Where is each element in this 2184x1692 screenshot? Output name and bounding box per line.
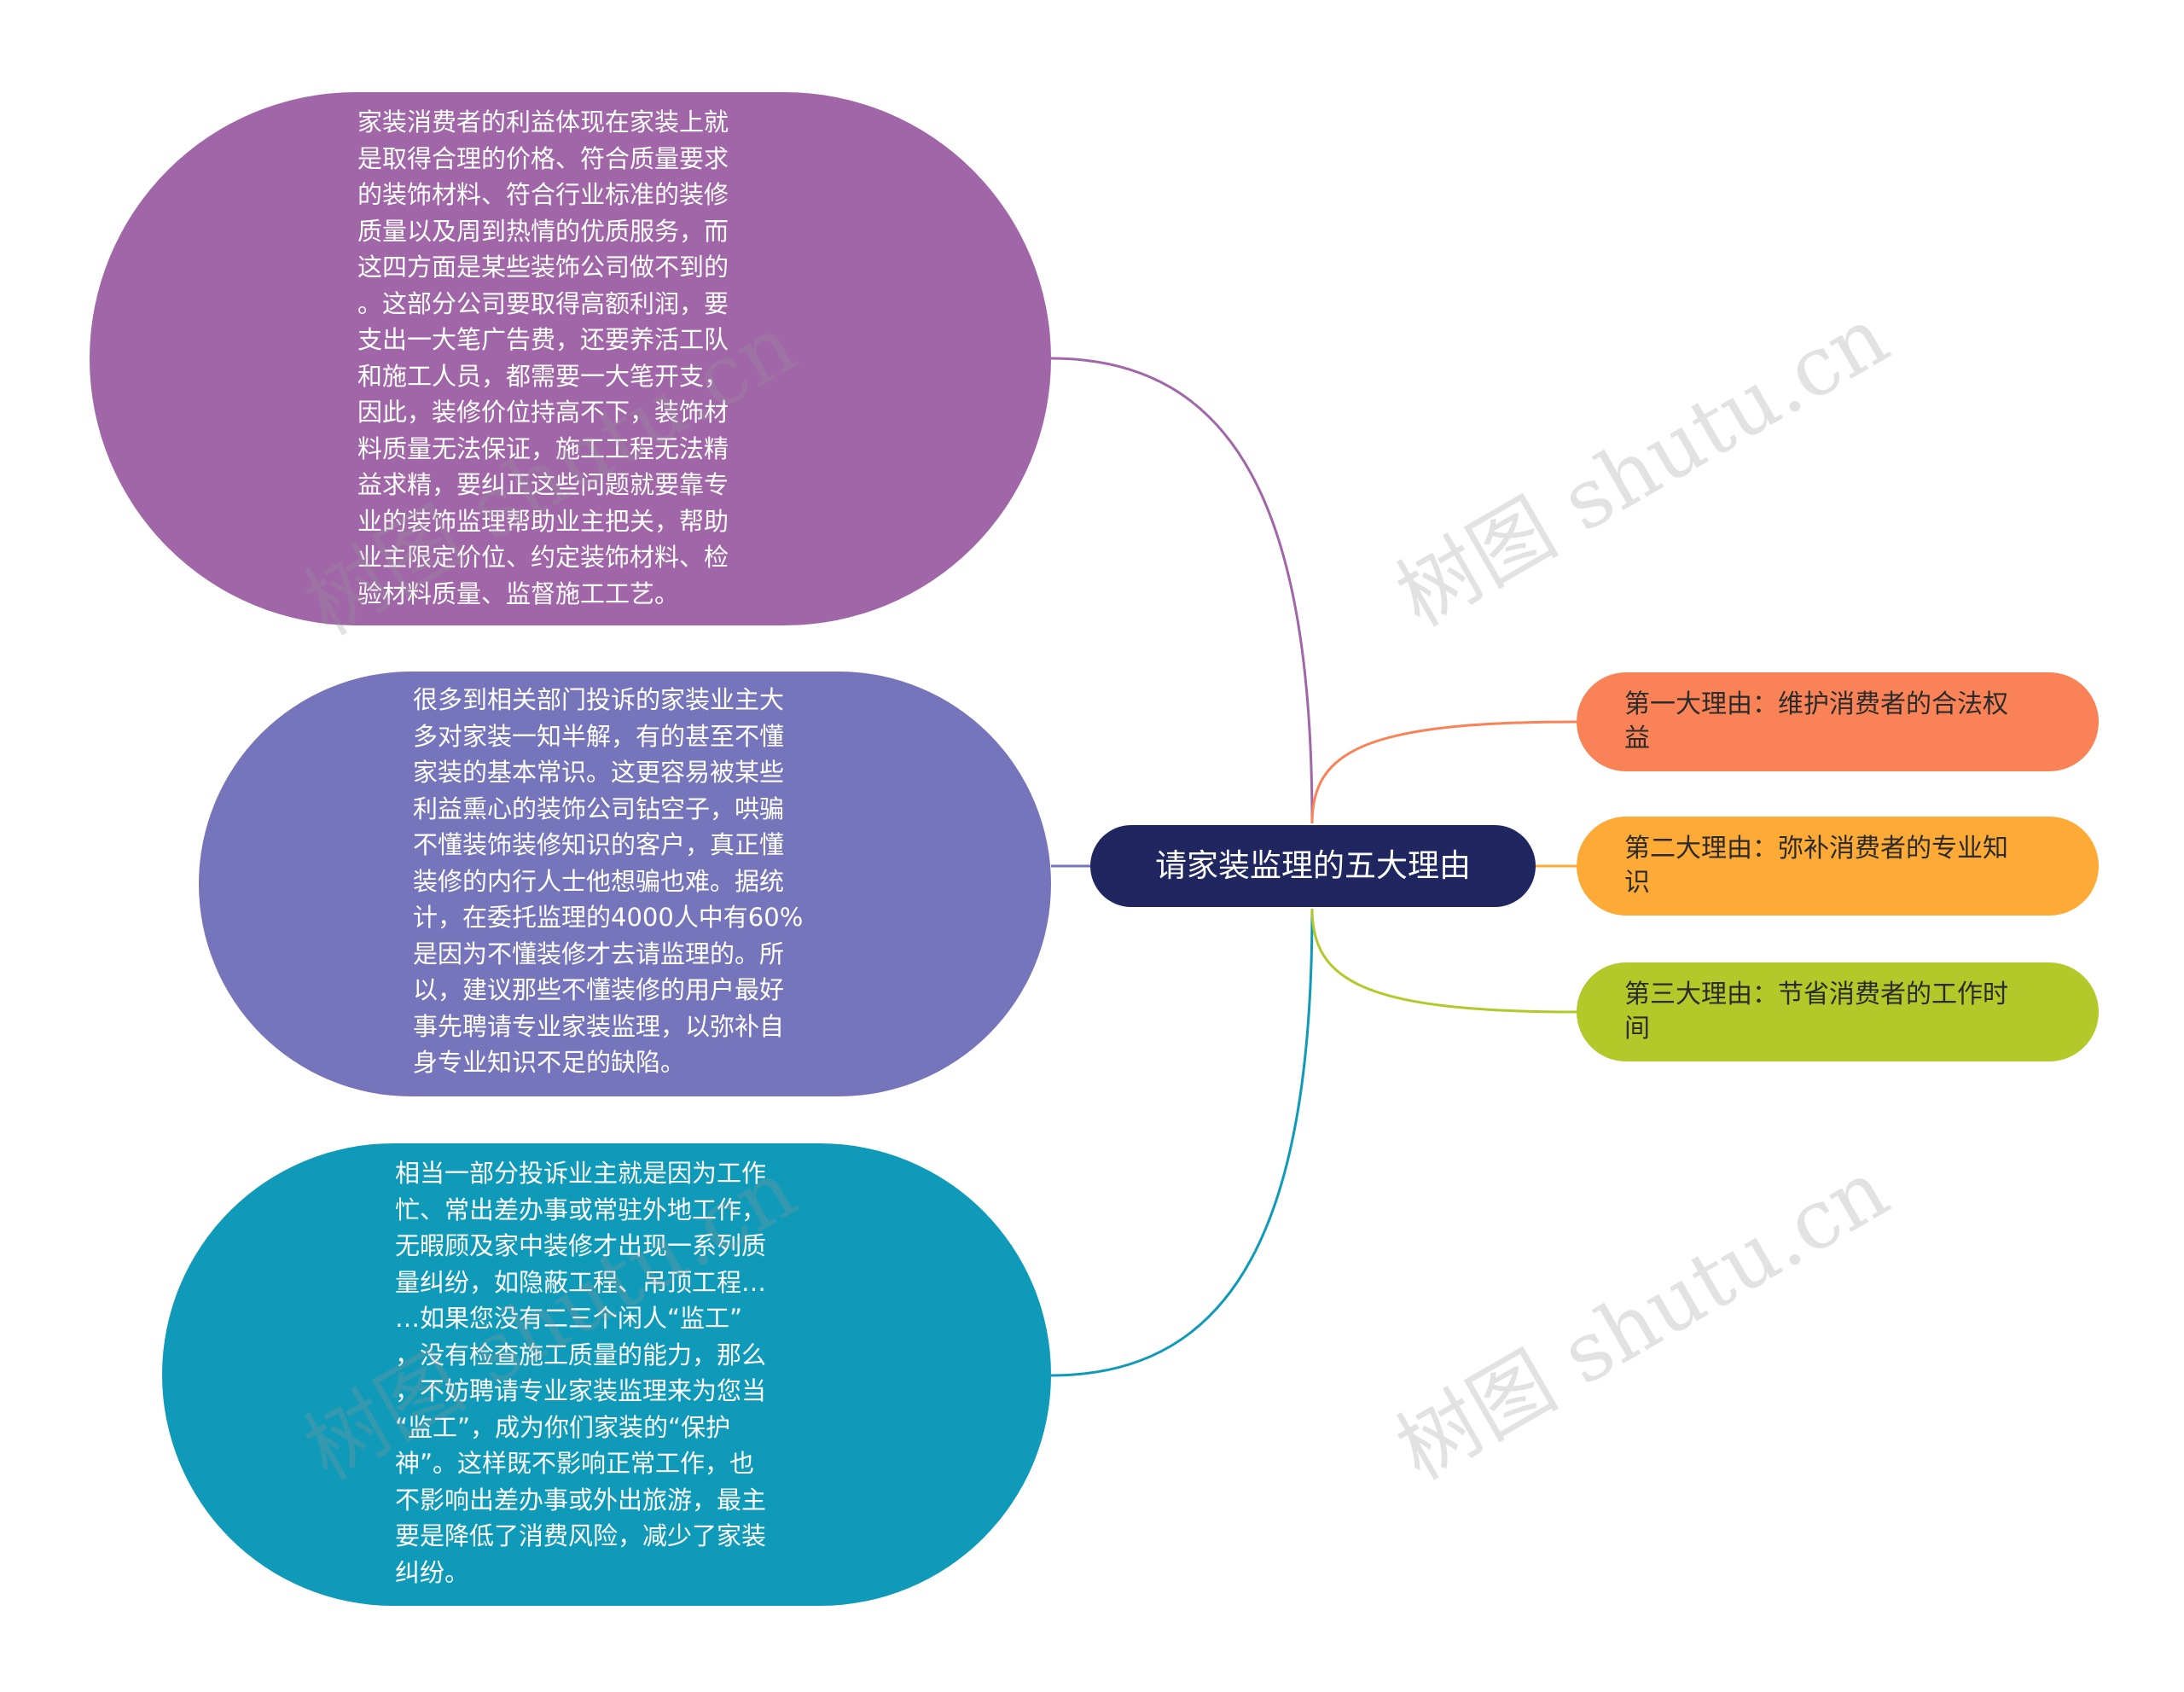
- reason-detail-bubble-3: 相当一部分投诉业主就是因为工作 忙、常出差办事或常驻外地工作， 无暇顾及家中装修…: [162, 1143, 1051, 1606]
- reason-detail-bubble-1: 家装消费者的利益体现在家装上就 是取得合理的价格、符合质量要求 的装饰材料、符合…: [90, 92, 1051, 625]
- reason-detail-text-2: 很多到相关部门投诉的家装业主大 多对家装一知半解，有的甚至不懂 家装的基本常识。…: [413, 685, 804, 1077]
- reason-detail-bubble-2: 很多到相关部门投诉的家装业主大 多对家装一知半解，有的甚至不懂 家装的基本常识。…: [199, 672, 1051, 1096]
- reason-detail-text-1: 家装消费者的利益体现在家装上就 是取得合理的价格、符合质量要求 的装饰材料、符合…: [357, 108, 729, 608]
- reason-node-2[interactable]: 第二大理由：弥补消费者的专业知 识: [1577, 817, 2099, 916]
- link-right-3: [1310, 908, 1577, 1014]
- reason-node-1[interactable]: 第一大理由：维护消费者的合法权 益: [1577, 672, 2099, 771]
- central-topic[interactable]: 请家装监理的五大理由: [1090, 825, 1536, 907]
- reason-node-3[interactable]: 第三大理由：节省消费者的工作时 间: [1577, 962, 2099, 1061]
- link-left-1: [1050, 357, 1314, 824]
- reason-detail-text-3: 相当一部分投诉业主就是因为工作 忙、常出差办事或常驻外地工作， 无暇顾及家中装修…: [395, 1159, 767, 1587]
- link-right-1: [1310, 720, 1577, 824]
- link-left-3: [1050, 908, 1314, 1377]
